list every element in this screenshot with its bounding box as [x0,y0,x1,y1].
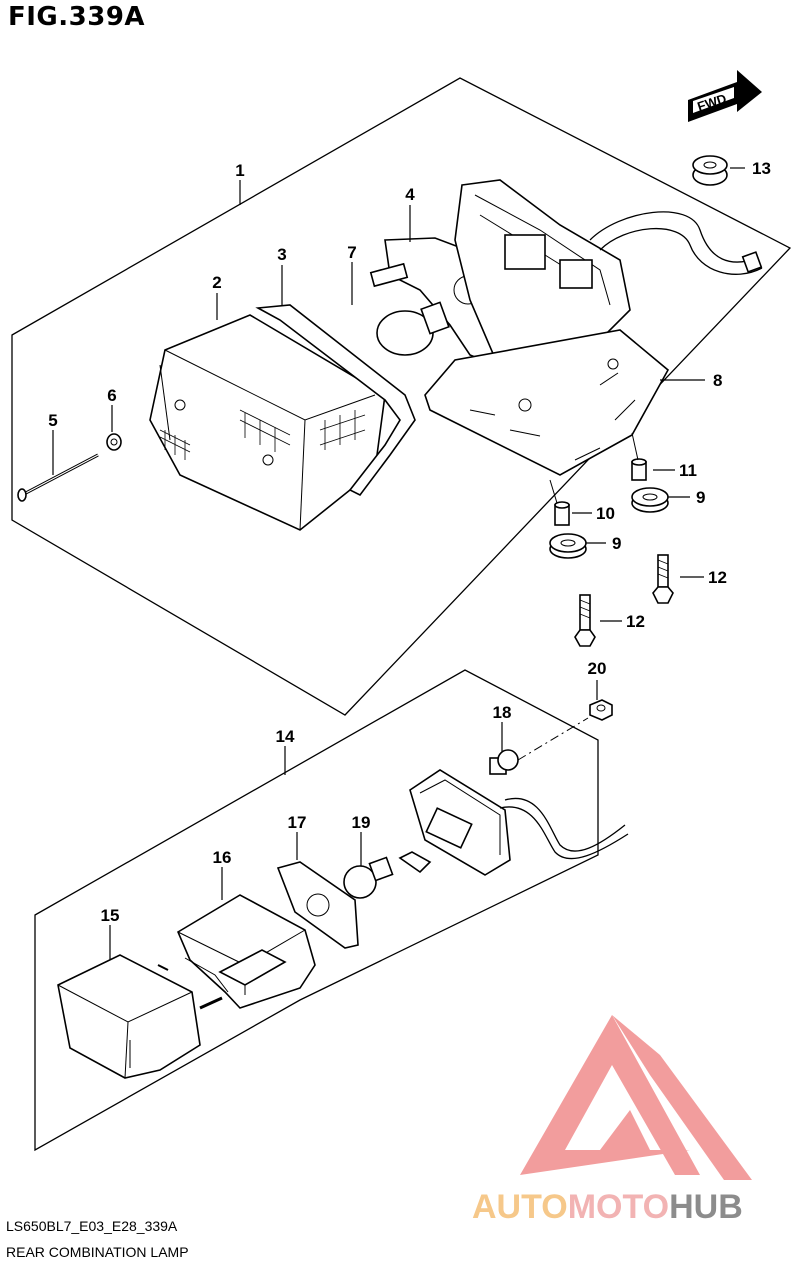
bulb-part-19 [343,851,432,899]
assembly-14-boundary [34,669,599,1152]
callout-18: 18 [493,703,512,722]
callout-13: 13 [752,159,771,178]
gasket-part-3 [255,304,416,497]
callout-4: 4 [405,185,415,204]
callout-6: 6 [107,386,116,405]
diagram-code: LS650BL7_E03_E28_339A [6,1218,178,1234]
cushion-part-9-lower [549,533,587,559]
watermark-logo-icon [520,1015,752,1180]
bolt-part-12-left [574,594,596,647]
grommet-part-13 [692,155,728,186]
callout-9-lower: 9 [612,534,621,553]
lamp-housing-assembly-14 [409,769,629,876]
callout-2: 2 [212,273,221,292]
callout-7: 7 [347,243,356,262]
callout-17: 17 [288,813,307,832]
callout-19: 19 [352,813,371,832]
leader-lines [52,167,745,960]
bracket-part-8 [424,329,670,476]
callout-1: 1 [235,161,244,180]
callout-15: 15 [101,906,120,925]
collar-part-11 [631,458,647,481]
housing-body [454,179,763,381]
assembly-1-boundary [11,77,792,716]
callout-20: 20 [588,659,607,678]
watermark-moto: MOTO [568,1188,669,1226]
callout-5: 5 [48,411,57,430]
washer-part-6 [106,433,122,451]
lens-cover-part-15 [57,954,223,1079]
fwd-arrow-icon: FWD [688,70,762,122]
callout-16: 16 [213,848,232,867]
callout-3: 3 [277,245,286,264]
lens-part-2 [149,314,386,531]
screw-part-5 [17,453,99,502]
callout-9-upper: 9 [696,488,705,507]
callout-12-right: 12 [708,568,727,587]
bolt-part-12-right [652,554,674,604]
cushion-part-9-upper [631,487,669,513]
bushing-part-18 [489,749,519,775]
watermark-auto: AUTO [472,1188,568,1226]
plate-part-17 [276,861,359,949]
diagram-caption: REAR COMBINATION LAMP [6,1244,189,1260]
callout-12-left: 12 [626,612,645,631]
nut-part-20 [589,699,613,721]
callout-labels: 1 2 3 4 5 6 7 8 9 9 10 11 12 12 13 14 15… [48,159,771,925]
callout-8: 8 [713,371,722,390]
figure-title: FIG.339A [8,2,146,32]
collar-part-10 [554,501,570,526]
bulb-part-7 [369,262,450,356]
callout-14: 14 [276,727,295,746]
lens-body-part-16 [176,894,316,1009]
callout-11: 11 [679,461,697,480]
callout-10: 10 [596,504,615,523]
watermark-hub: HUB [669,1188,743,1226]
watermark-text: AUTOMOTOHUB [472,1188,743,1226]
